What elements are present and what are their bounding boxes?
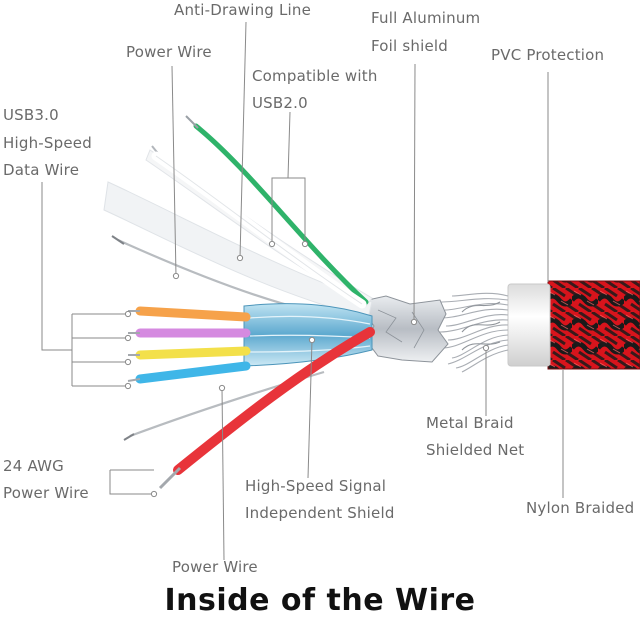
high-speed-signal-shield: [243, 303, 373, 367]
label-usb3-line2: High-Speed: [3, 134, 92, 152]
label-power-wire-top: Power Wire: [126, 43, 212, 61]
callout-dots: [124, 240, 490, 498]
pvc-protection-sleeve: [507, 283, 551, 367]
metal-braid-shield: [439, 292, 509, 373]
label-signal-shield-line1: High-Speed Signal: [245, 477, 387, 495]
label-nylon-braided: Nylon Braided: [526, 499, 635, 517]
label-usb3-line1: USB3.0: [3, 106, 59, 124]
aluminum-foil-shield: [363, 295, 449, 363]
diagram-title: Inside of the Wire: [164, 583, 476, 618]
white-filler-strands: [103, 145, 373, 319]
label-foil-shield-line2: Foil shield: [371, 37, 448, 55]
label-24awg-line2: Power Wire: [3, 484, 89, 502]
label-pvc-protection: PVC Protection: [491, 46, 605, 64]
label-foil-shield-line1: Full Aluminum: [371, 9, 481, 27]
white-usb2-wire: [151, 151, 367, 309]
label-compatible-line1: Compatible with: [252, 67, 378, 85]
leader-lines: [41, 21, 564, 561]
red-power-wire: [158, 327, 375, 490]
usb3-data-wires: [127, 306, 251, 384]
label-metal-braid-line2: Shielded Net: [426, 441, 525, 459]
label-power-wire-bottom: Power Wire: [172, 558, 258, 576]
label-anti-drawing-line: Anti-Drawing Line: [174, 1, 312, 19]
label-usb3-line3: Data Wire: [3, 161, 80, 179]
green-usb2-wire: [185, 115, 369, 305]
label-compatible-line2: USB2.0: [252, 94, 308, 112]
label-metal-braid-line1: Metal Braid: [426, 414, 514, 432]
nylon-braided-jacket: [547, 280, 640, 370]
label-signal-shield-line2: Independent Shield: [245, 504, 395, 522]
label-24awg-line1: 24 AWG: [3, 457, 64, 475]
